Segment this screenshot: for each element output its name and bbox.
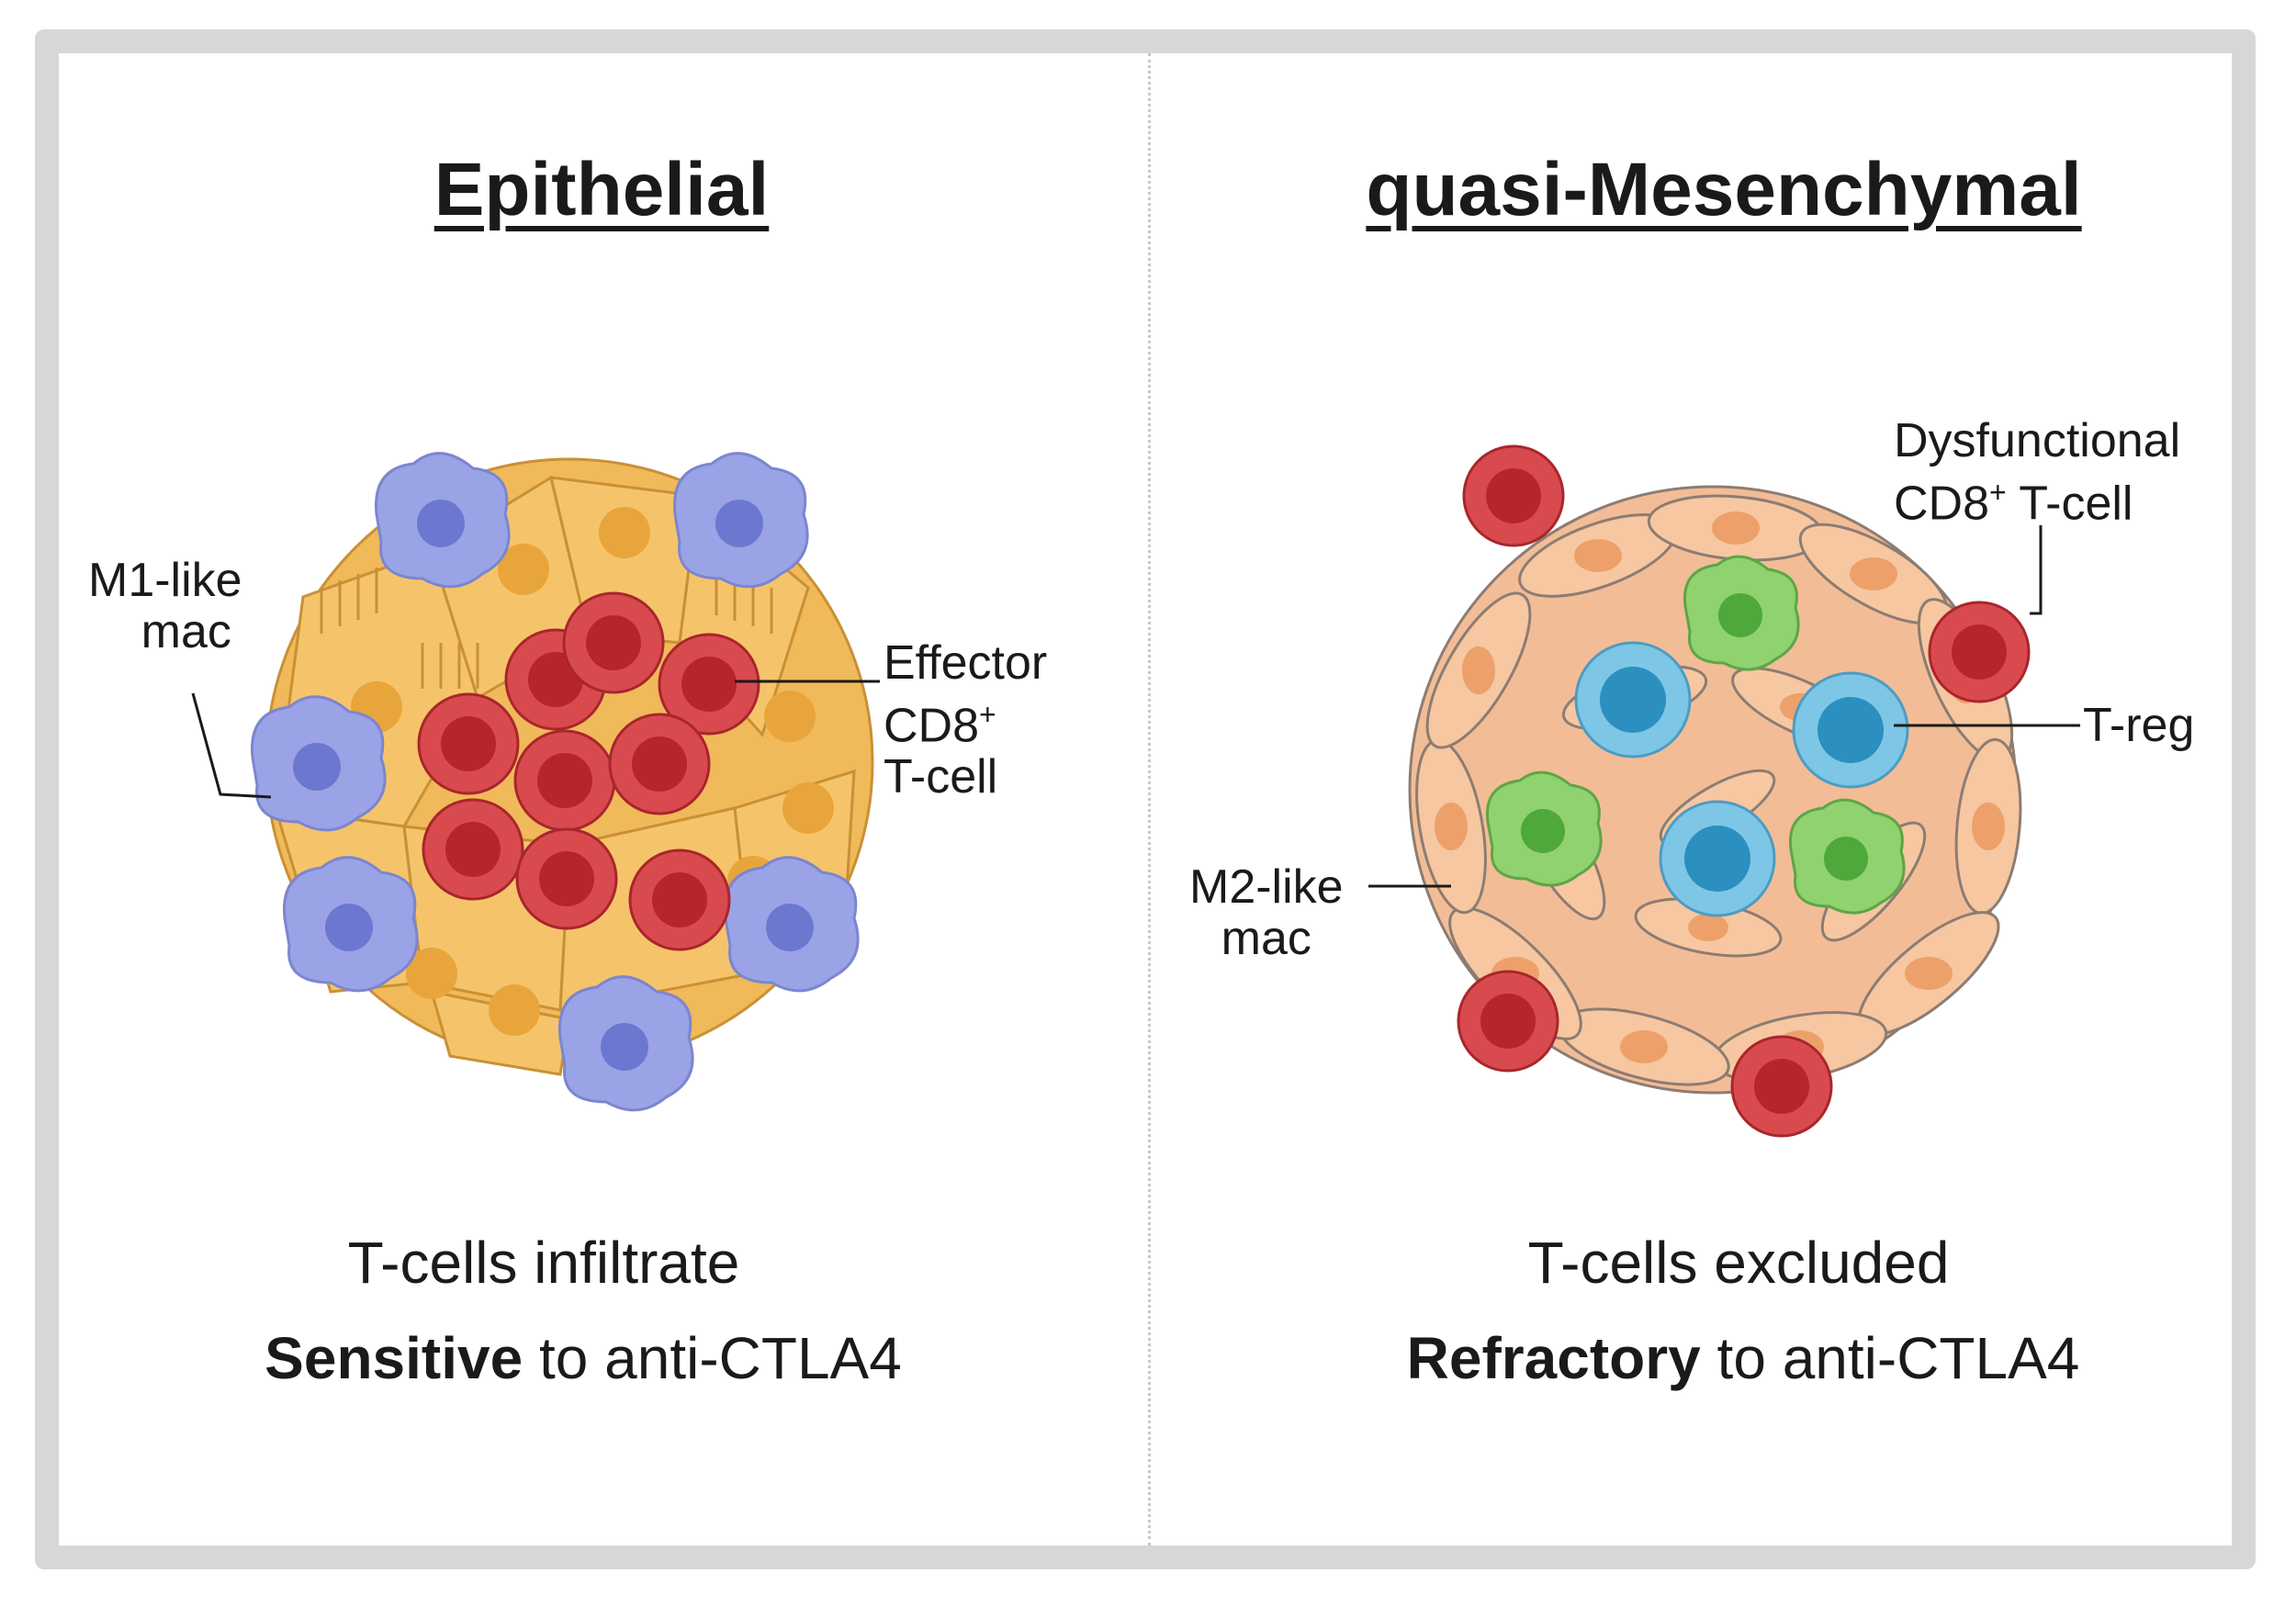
t-cell — [658, 633, 760, 736]
dysfunctional-t-cells — [1457, 444, 2031, 1138]
epithelial-title: Epithelial — [433, 148, 770, 231]
right-caption-bold: Refractory — [1406, 1325, 1701, 1391]
left-caption-rest: to anti-CTLA4 — [523, 1325, 902, 1391]
t-cell — [1457, 970, 1559, 1073]
m1-mac — [375, 452, 511, 589]
m2-macrophages — [1485, 555, 1906, 915]
m2-label-line1: M2-like — [1189, 860, 1344, 914]
m1-mac — [724, 856, 860, 993]
t-reg — [1574, 641, 1692, 759]
effector-label-line1: Effector — [884, 636, 1048, 690]
effector-label-line3: T-cell — [884, 750, 998, 804]
m2-mac — [1485, 770, 1603, 887]
t-cell — [608, 713, 711, 815]
m1-mac — [673, 452, 809, 589]
dysfunctional-leader-line — [2030, 525, 2043, 615]
right-caption-rest: to anti-CTLA4 — [1700, 1325, 2080, 1391]
t-reg — [1659, 800, 1776, 917]
m1-label-line2: mac — [141, 605, 231, 658]
m1-mac — [283, 856, 419, 993]
t-cell — [417, 692, 520, 795]
m2-mac — [1683, 555, 1800, 671]
right-caption-line1: T-cells excluded — [1527, 1230, 1950, 1296]
left-caption-bold: Sensitive — [264, 1325, 523, 1391]
m2-mac-label: M2-like mac — [1189, 861, 1344, 964]
t-cell — [1730, 1035, 1833, 1138]
m2-mac — [1788, 798, 1906, 915]
t-cell — [562, 591, 665, 694]
t-cell — [515, 827, 618, 930]
t-cell — [1462, 444, 1565, 547]
mesenchymal-title: quasi-Mesenchymal — [1366, 148, 2082, 231]
right-caption-line2: Refractory to anti-CTLA4 — [1407, 1324, 2080, 1392]
m1-leader-line — [191, 692, 272, 799]
m1-macrophages — [251, 452, 860, 1112]
t-cell — [1928, 601, 2031, 703]
effector-label: Effector CD8+ T-cell — [884, 637, 1047, 803]
dysfunctional-label-line2: CD8+ T-cell — [1894, 476, 2133, 531]
m1-mac — [251, 695, 387, 832]
t-cell — [422, 798, 524, 901]
treg-label: T-reg — [2083, 699, 2195, 752]
t-reg-cells — [1574, 641, 1909, 917]
left-caption-line1: T-cells infiltrate — [347, 1230, 740, 1296]
m1-mac — [558, 975, 694, 1112]
m1-label-line1: M1-like — [88, 554, 242, 607]
m1-mac-label: M1-like mac — [88, 555, 242, 657]
dysfunctional-label-line1: Dysfunctional — [1894, 414, 2181, 467]
t-reg — [1792, 671, 1909, 789]
left-caption-line2: Sensitive to anti-CTLA4 — [264, 1324, 902, 1392]
effector-label-line2: CD8+ — [884, 698, 996, 753]
t-cell — [628, 848, 731, 951]
panel-divider — [1148, 53, 1151, 1545]
effector-t-cells — [417, 591, 760, 951]
t-cell — [513, 729, 616, 832]
dysfunctional-label: Dysfunctional CD8+ T-cell — [1894, 415, 2180, 529]
m2-label-line2: mac — [1221, 912, 1311, 965]
